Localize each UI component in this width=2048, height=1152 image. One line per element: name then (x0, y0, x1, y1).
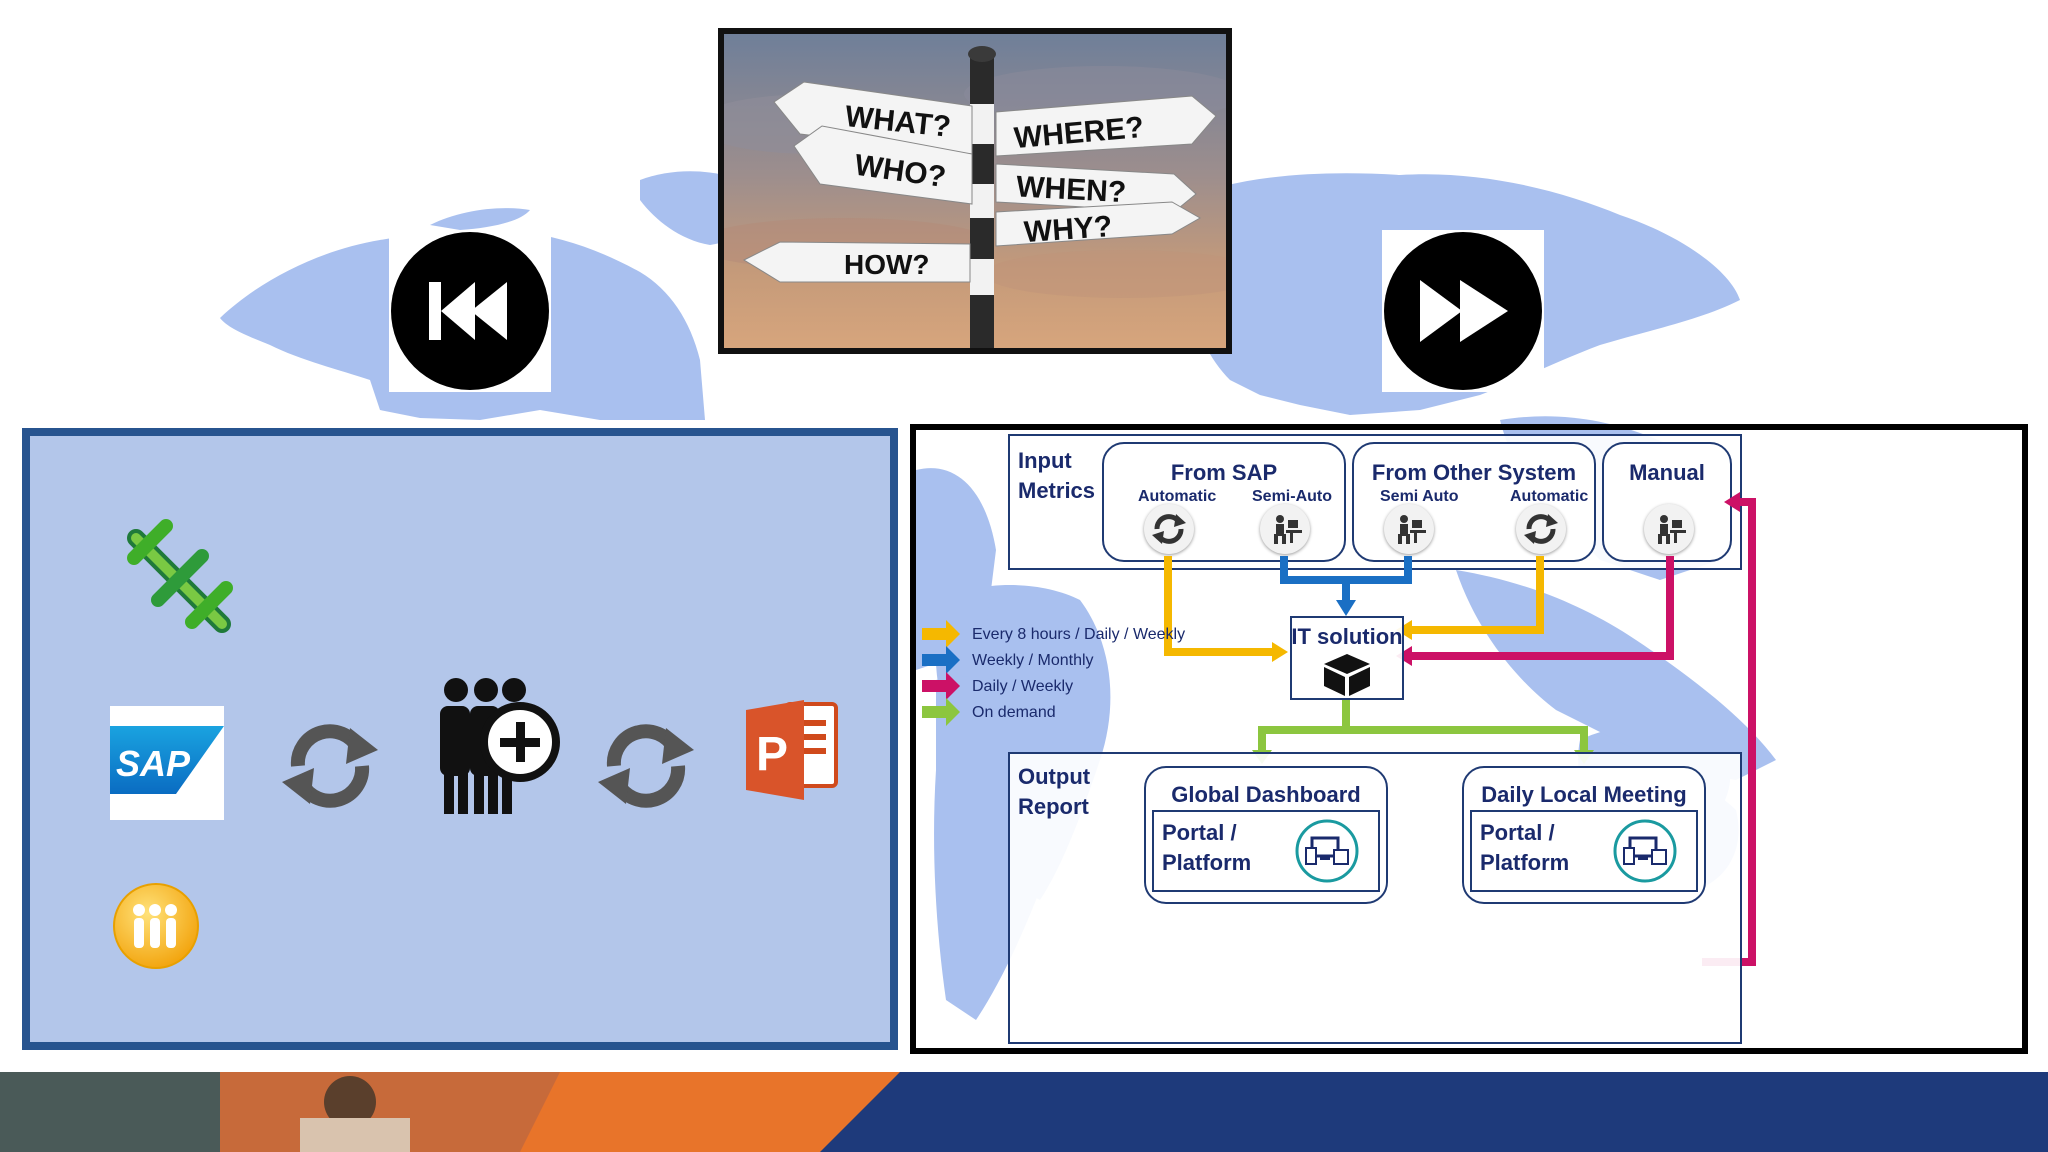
legend-item-3: Daily / Weekly (972, 678, 1074, 695)
sign-how: HOW? (844, 249, 930, 280)
sync-icon (282, 724, 378, 808)
lotus-notes-logo (113, 883, 199, 969)
from-sap-semi-auto: Semi-Auto (1252, 488, 1332, 505)
from-other-system-title: From Other System (1371, 460, 1577, 485)
automatic-sync-icon (1144, 504, 1194, 554)
sign-why: WHY? (1023, 210, 1113, 249)
devices-icon-2 (1613, 819, 1677, 883)
legend-item-2: Weekly / Monthly (972, 652, 1094, 669)
from-sap-title: From SAP (1170, 460, 1278, 485)
fast-forward-button[interactable] (1382, 230, 1544, 392)
signpost-image: WHAT? WHERE? WHO? WHEN? WHY? HOW? (724, 34, 1226, 348)
it-solution-label: IT solution (1291, 624, 1403, 649)
sap-logo: SAP (110, 706, 224, 820)
manual-operator-icon (1644, 504, 1694, 554)
manual-title: Manual (1629, 460, 1705, 485)
process-diagram-panel: Input Metrics From SAP Automatic Semi-Au… (910, 424, 2028, 1054)
legend-item-4: On demand (972, 704, 1056, 721)
footer-banner (0, 1072, 2048, 1152)
sign-when: WHEN? (1015, 170, 1127, 209)
input-label: Input (1018, 448, 1072, 473)
global-dashboard-title: Global Dashboard (1171, 782, 1361, 807)
semi-auto-operator-icon-2 (1384, 504, 1434, 554)
metrics-label: Metrics (1018, 478, 1096, 503)
output-label: Output (1018, 764, 1091, 789)
daily-portal-label: Portal / (1480, 820, 1555, 845)
signpost-photo: WHAT? WHERE? WHO? WHEN? WHY? HOW? (718, 28, 1232, 354)
rewind-button[interactable] (389, 230, 551, 392)
powerpoint-logo: P (746, 700, 838, 800)
fast-forward-icon (1384, 232, 1542, 390)
rewind-icon (391, 232, 549, 390)
devices-icon (1295, 819, 1359, 883)
sap-logo-text: SAP (116, 743, 191, 784)
daily-platform-label: Platform (1480, 850, 1570, 875)
global-portal-label: Portal / (1162, 820, 1237, 845)
team-add-icon (440, 678, 560, 814)
from-sap-automatic: Automatic (1138, 488, 1217, 505)
global-platform-label: Platform (1162, 850, 1252, 875)
excel-logo (127, 519, 233, 633)
semi-auto-operator-icon (1260, 504, 1310, 554)
report-label: Report (1018, 794, 1089, 819)
from-other-automatic: Automatic (1510, 488, 1589, 505)
legend-item-1: Every 8 hours / Daily / Weekly (972, 626, 1186, 643)
automatic-sync-icon-2 (1516, 504, 1566, 554)
sync-icon-2 (598, 724, 694, 808)
powerpoint-letter: P (756, 728, 788, 781)
applications-panel: SAP (22, 428, 898, 1050)
from-other-semi-auto: Semi Auto (1380, 488, 1459, 505)
cube-icon (1324, 654, 1370, 696)
daily-local-meeting-title: Daily Local Meeting (1481, 782, 1687, 807)
